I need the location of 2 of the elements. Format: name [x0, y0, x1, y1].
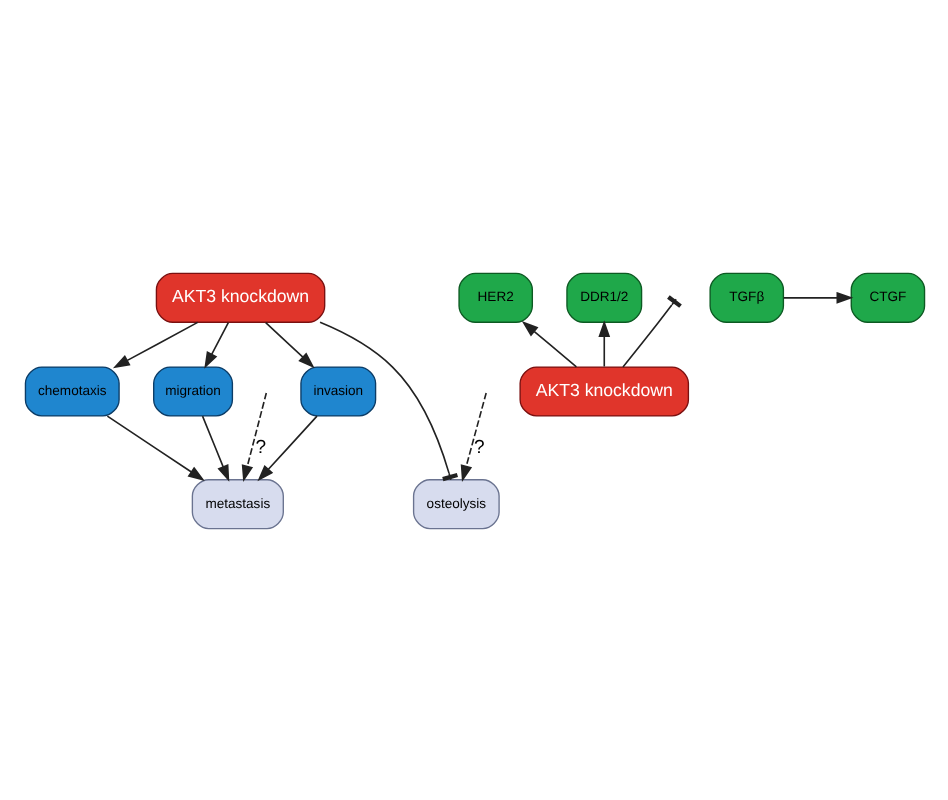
- edge-label: ?: [473, 435, 484, 458]
- edge-label: ?: [254, 435, 266, 458]
